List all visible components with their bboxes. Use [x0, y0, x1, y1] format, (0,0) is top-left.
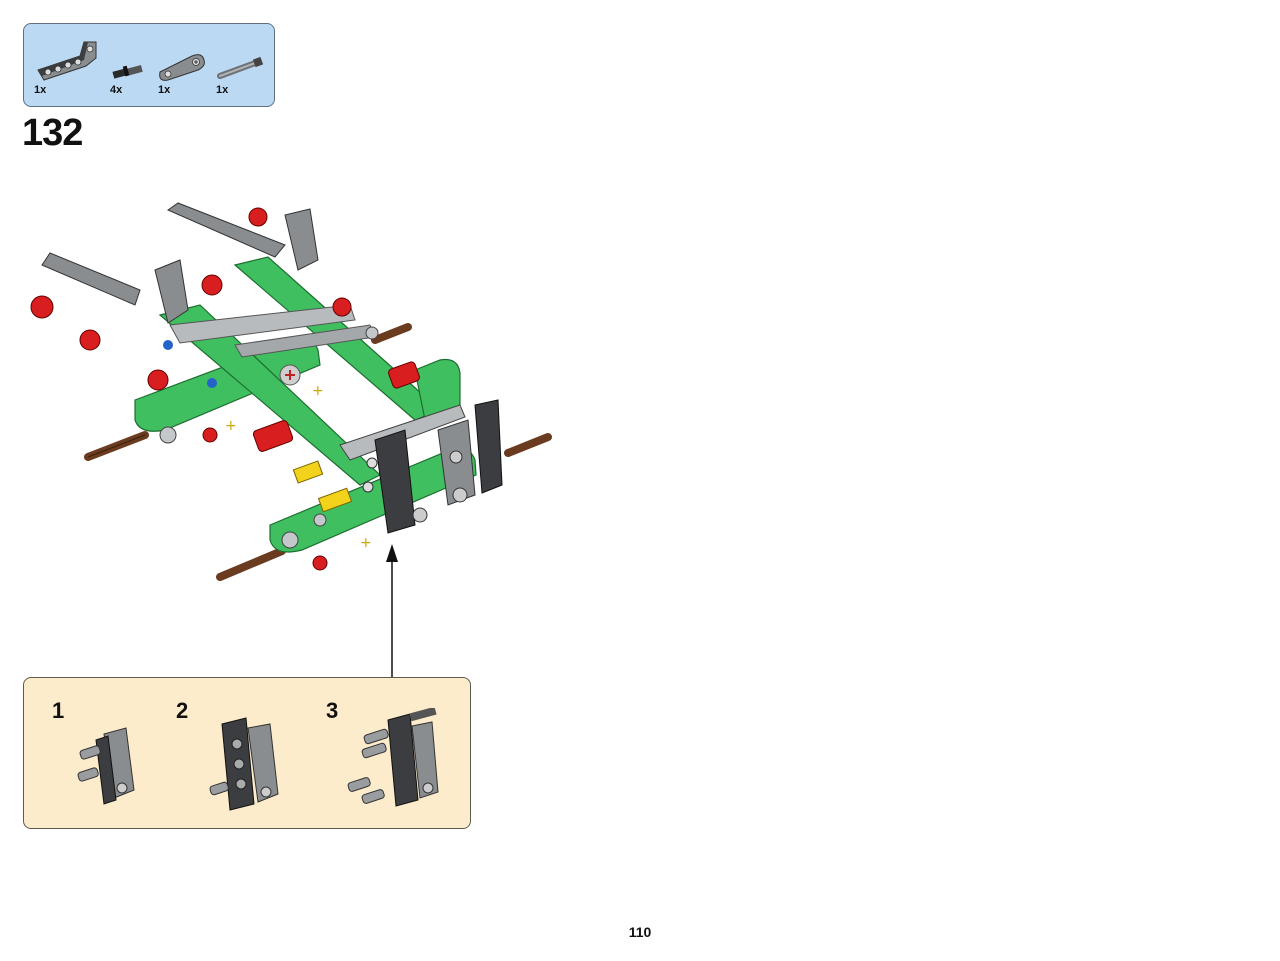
blue-pin: [207, 378, 217, 388]
part-quantity: 1x: [158, 84, 171, 96]
new-subassembly-installed: [339, 399, 503, 534]
svg-text:+: +: [312, 383, 324, 399]
grey-liftarm-top-right: [166, 202, 319, 271]
grey-axle-icon: [217, 56, 264, 79]
sub-step-3-figure: [347, 708, 439, 807]
sub-step-2-figure: [209, 717, 279, 811]
grey-pins: [159, 326, 379, 549]
part-quantity: 1x: [216, 84, 229, 96]
green-upright-right: [414, 358, 461, 421]
svg-text:+: +: [225, 418, 237, 434]
parts-list-callout: 1x 4x 1x 1x: [23, 23, 275, 107]
grey-cross-structure: [169, 304, 376, 386]
page-number: 110: [628, 924, 652, 940]
part-item: 1x: [214, 24, 270, 106]
part-quantity: 1x: [34, 84, 47, 96]
red-connectors: [30, 207, 420, 571]
sub-step-1-figure: [77, 727, 135, 805]
svg-text:+: +: [360, 535, 372, 551]
brown-axle-left-front: [84, 431, 149, 461]
part-item: 1x: [156, 24, 208, 106]
sub-step-number: 2: [176, 698, 189, 723]
sub-assembly-callout: 1 2 3: [23, 677, 471, 829]
part-item: 1x: [32, 24, 102, 106]
assembly-arrow-indicator: [386, 544, 398, 680]
yellow-connectors: + + +: [225, 383, 372, 551]
blue-pin: [163, 340, 173, 350]
main-assembly-illustration: + + +: [30, 202, 552, 581]
sub-step-number: 3: [326, 698, 339, 723]
grey-liftarm-short-icon: [159, 54, 205, 81]
step-number: 132: [22, 112, 83, 154]
part-item: 4x: [108, 24, 148, 106]
grey-liftarm-top-left: [41, 252, 189, 324]
black-pin-icon: [112, 65, 143, 79]
sub-step-number: 1: [52, 698, 65, 723]
grey-liftarm-bent-icon: [37, 41, 97, 81]
brown-axle-left-rear: [216, 547, 286, 581]
brown-axle-right-rear: [504, 433, 552, 457]
brown-axle-right-front: [371, 323, 412, 344]
part-quantity: 4x: [110, 84, 123, 96]
